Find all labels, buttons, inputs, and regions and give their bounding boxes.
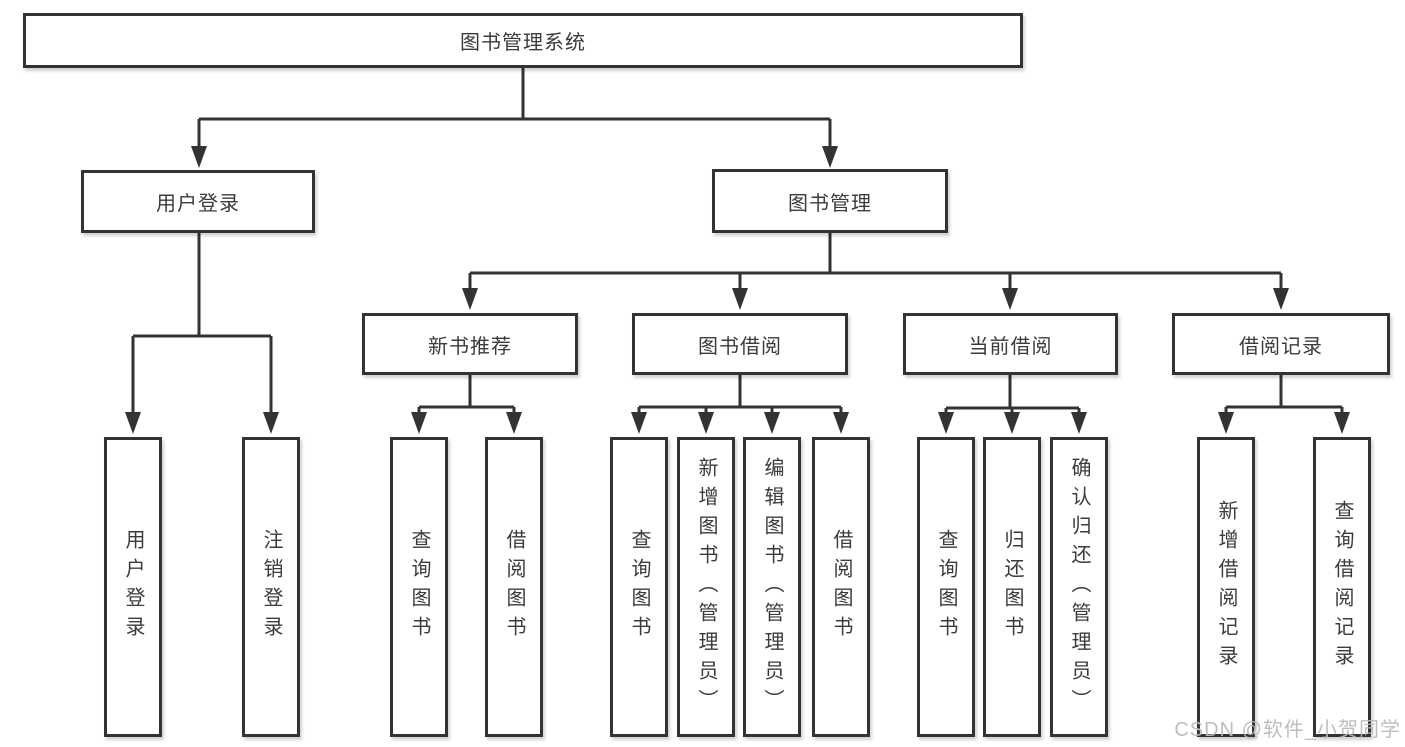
leaf-add-borrow-record: 新增借阅记录	[1197, 437, 1255, 737]
leaf-confirm-return-admin-label: 确认归还（管理员）	[1068, 456, 1090, 718]
node-borrow-records-label: 借阅记录	[1239, 335, 1323, 358]
leaf-return-book-label: 归还图书	[1001, 529, 1023, 645]
leaf-logout: 注销登录	[242, 437, 300, 737]
leaf-user-login-label: 用户登录	[122, 529, 144, 645]
leaf-query-borrow-record: 查询借阅记录	[1313, 437, 1371, 737]
node-new-book-recommend-label: 新书推荐	[428, 335, 512, 358]
csdn-watermark: CSDN @软件_小贺同学	[1174, 719, 1401, 741]
leaf-edit-book-admin-label: 编辑图书（管理员）	[761, 456, 783, 718]
leaf-borrow-book-label: 借阅图书	[830, 529, 852, 645]
leaf-borrow-query-book: 查询图书	[610, 437, 668, 737]
leaf-edit-book-admin: 编辑图书（管理员）	[743, 437, 801, 737]
node-user-login-label: 用户登录	[156, 193, 240, 215]
leaf-recommend-query-book: 查询图书	[390, 437, 448, 737]
leaf-current-query-book: 查询图书	[917, 437, 975, 737]
node-current-borrow: 当前借阅	[903, 313, 1118, 375]
leaf-recommend-query-book-label: 查询图书	[408, 529, 430, 645]
node-user-login: 用户登录	[81, 170, 315, 233]
node-borrow-records: 借阅记录	[1172, 313, 1390, 375]
leaf-borrow-query-book-label: 查询图书	[628, 529, 650, 645]
leaf-borrow-book: 借阅图书	[812, 437, 870, 737]
node-root-system: 图书管理系统	[23, 13, 1023, 68]
node-root-label: 图书管理系统	[460, 32, 586, 54]
node-book-borrow: 图书借阅	[632, 313, 848, 375]
leaf-recommend-borrow-book: 借阅图书	[485, 437, 543, 737]
leaf-confirm-return-admin: 确认归还（管理员）	[1050, 437, 1108, 737]
leaf-add-borrow-record-label: 新增借阅记录	[1215, 500, 1237, 674]
leaf-return-book: 归还图书	[983, 437, 1041, 737]
leaf-logout-label: 注销登录	[260, 529, 282, 645]
node-new-book-recommend: 新书推荐	[362, 313, 578, 375]
leaf-current-query-book-label: 查询图书	[935, 529, 957, 645]
node-book-borrow-label: 图书借阅	[698, 335, 782, 358]
node-book-management-label: 图书管理	[788, 192, 872, 215]
node-book-management: 图书管理	[712, 169, 948, 233]
leaf-query-borrow-record-label: 查询借阅记录	[1331, 500, 1353, 674]
leaf-add-book-admin: 新增图书（管理员）	[677, 437, 735, 737]
leaf-add-book-admin-label: 新增图书（管理员）	[695, 456, 717, 718]
leaf-user-login: 用户登录	[104, 437, 162, 737]
node-current-borrow-label: 当前借阅	[968, 335, 1053, 358]
leaf-recommend-borrow-book-label: 借阅图书	[503, 529, 525, 645]
